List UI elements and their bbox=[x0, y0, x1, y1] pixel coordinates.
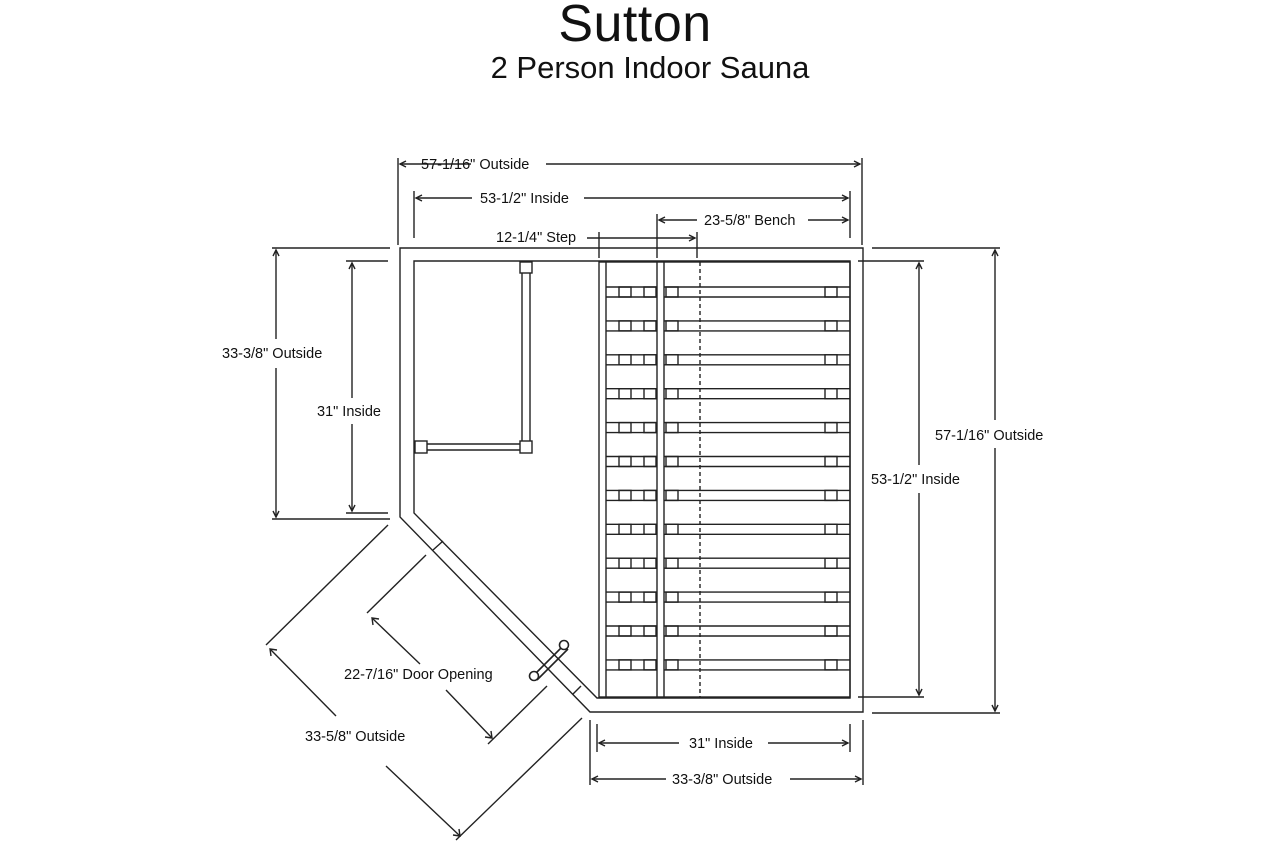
slat-support bbox=[665, 455, 679, 468]
slat-support bbox=[824, 659, 838, 671]
slat-support bbox=[618, 320, 632, 332]
door-jamb-upper bbox=[432, 540, 444, 551]
slat-support bbox=[643, 591, 657, 603]
dim-step-label: 12-1/4" Step bbox=[496, 230, 576, 246]
slat-support bbox=[665, 388, 679, 400]
slat-support bbox=[643, 286, 657, 298]
dim-left-inside-label: 31" Inside bbox=[317, 404, 381, 420]
dim-right-outside-label: 57-1/16" Outside bbox=[935, 428, 1043, 444]
bench bbox=[598, 261, 851, 698]
diagram-title: Sutton bbox=[558, 0, 712, 53]
slat-support bbox=[665, 320, 679, 332]
slat-support bbox=[618, 354, 632, 366]
bench-slats bbox=[606, 286, 850, 671]
dim-top-outside-label: 57-1/16" Outside bbox=[421, 157, 529, 173]
slat-support bbox=[643, 625, 657, 637]
slat-support bbox=[824, 354, 838, 366]
slat-support bbox=[824, 489, 838, 502]
door-handle-icon bbox=[528, 639, 570, 682]
inner-wall bbox=[413, 260, 851, 699]
slat-support bbox=[643, 354, 657, 366]
slat-support bbox=[824, 421, 838, 434]
diagram-subtitle: 2 Person Indoor Sauna bbox=[490, 50, 810, 85]
slat-support bbox=[643, 421, 657, 434]
slat-support bbox=[665, 421, 679, 434]
dim-top-inside-label: 53-1/2" Inside bbox=[480, 191, 569, 207]
slat-support bbox=[824, 388, 838, 400]
slat-support bbox=[824, 557, 838, 569]
slat-support bbox=[618, 489, 632, 502]
slat-support bbox=[618, 388, 632, 400]
slat-support bbox=[618, 455, 632, 468]
slat-support bbox=[618, 591, 632, 603]
slat-support bbox=[643, 659, 657, 671]
slat-support bbox=[618, 421, 632, 434]
slat-support bbox=[643, 523, 657, 535]
slat-support bbox=[643, 320, 657, 332]
dim-diagonal-outside-label: 33-5/8" Outside bbox=[305, 729, 405, 745]
dim-right-inside-label: 53-1/2" Inside bbox=[871, 472, 960, 488]
slat-support bbox=[643, 455, 657, 468]
slat-support bbox=[665, 625, 679, 637]
dim-bottom-inside-label: 31" Inside bbox=[689, 736, 753, 752]
slat-support bbox=[824, 625, 838, 637]
slat-support bbox=[665, 523, 679, 535]
dimension-lines bbox=[265, 158, 1000, 841]
door-jamb-lower bbox=[572, 685, 582, 695]
slat-support bbox=[824, 320, 838, 332]
slat-support bbox=[824, 455, 838, 468]
dim-left-outside-label: 33-3/8" Outside bbox=[222, 346, 322, 362]
heater-frame bbox=[414, 261, 533, 454]
slat-support bbox=[665, 286, 679, 298]
slat-support bbox=[665, 591, 679, 603]
slat-support bbox=[824, 286, 838, 298]
dim-door-opening-label: 22-7/16" Door Opening bbox=[344, 667, 493, 683]
slat-support bbox=[824, 591, 838, 603]
slat-support bbox=[665, 557, 679, 569]
slat-support bbox=[618, 659, 632, 671]
slat-support bbox=[824, 523, 838, 535]
slat-support bbox=[665, 659, 679, 671]
dim-bench-label: 23-5/8" Bench bbox=[704, 213, 795, 229]
slat-support bbox=[665, 489, 679, 502]
slat-support bbox=[643, 388, 657, 400]
slat-support bbox=[618, 625, 632, 637]
slat-support bbox=[643, 489, 657, 502]
slat-support bbox=[665, 354, 679, 366]
dim-bottom-outside-label: 33-3/8" Outside bbox=[672, 772, 772, 788]
slat-support bbox=[618, 557, 632, 569]
slat-support bbox=[618, 523, 632, 535]
outer-wall bbox=[399, 247, 864, 713]
slat-support bbox=[618, 286, 632, 298]
slat-support bbox=[643, 557, 657, 569]
